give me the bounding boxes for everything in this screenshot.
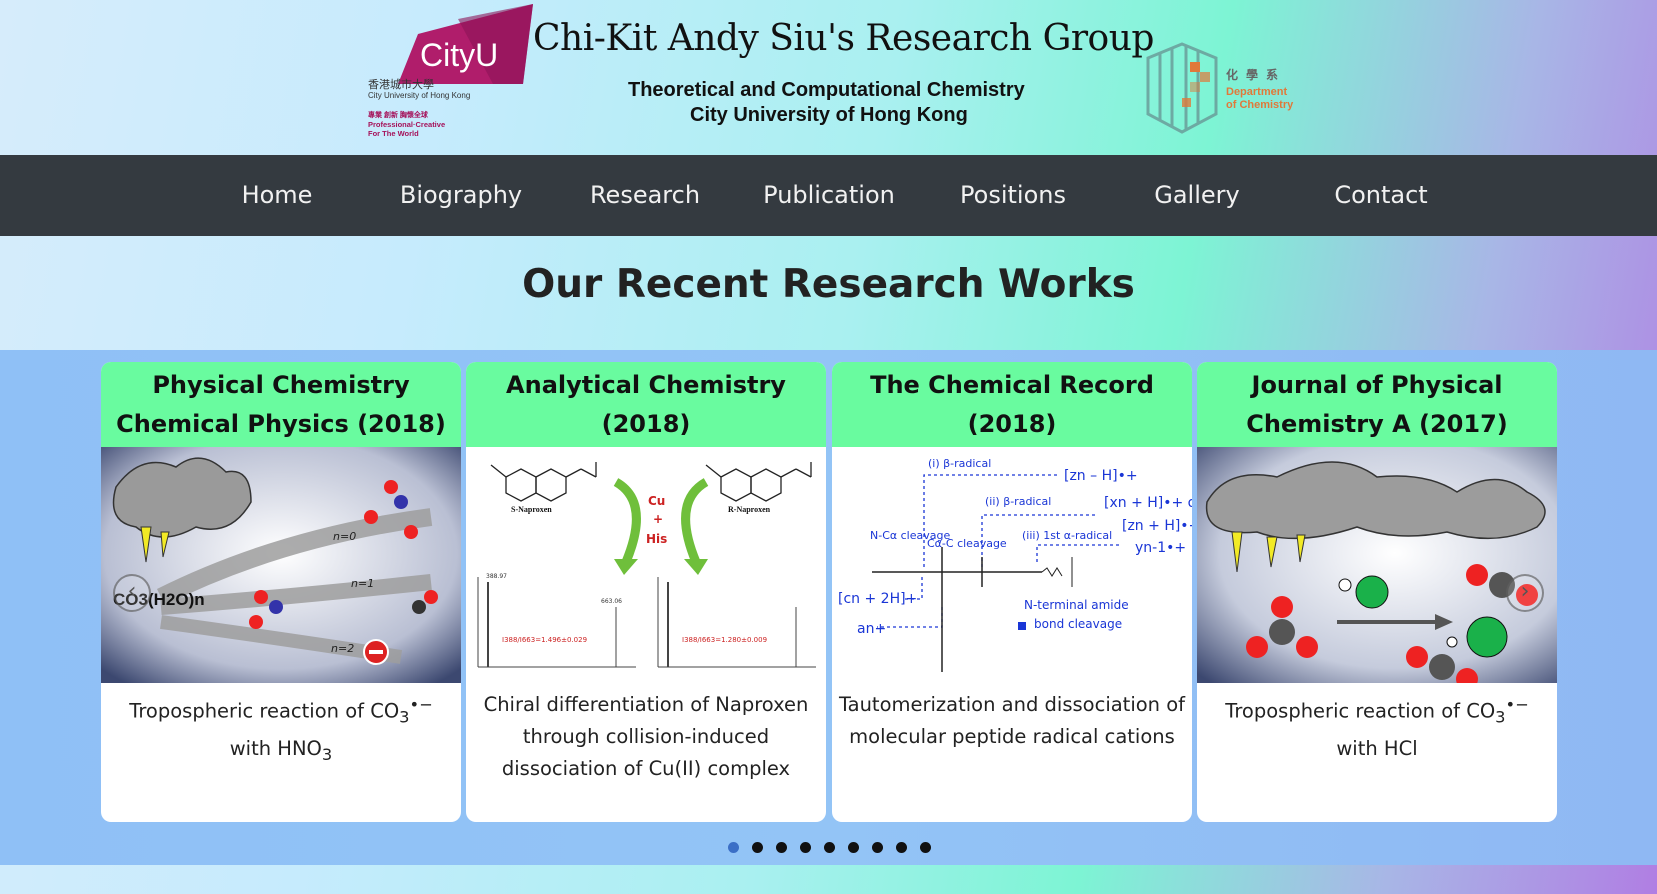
- nav-research[interactable]: Research: [589, 181, 701, 209]
- carousel-next-button[interactable]: ›: [1506, 574, 1544, 612]
- cityu-logo[interactable]: CityU 香港城市大學 City University of Hong Kon…: [363, 4, 533, 139]
- image-label: S-Naproxen: [511, 505, 552, 514]
- caption-superscript: •−: [1505, 695, 1529, 714]
- carousel-prev-button[interactable]: ‹: [113, 574, 151, 612]
- image-label: [zn + H]•+: [1122, 518, 1192, 534]
- department-english-1: Department: [1226, 86, 1288, 98]
- cityu-tagline-chinese: 專業 創新 胸懷全球: [368, 112, 428, 119]
- chevron-left-icon: ‹: [127, 579, 137, 604]
- chevron-right-icon: ›: [1520, 579, 1530, 604]
- section-title: Our Recent Research Works: [522, 262, 1135, 307]
- caption-text: with HNO: [229, 737, 322, 761]
- nav-publication[interactable]: Publication: [763, 181, 895, 209]
- cityu-tagline-2: For The World: [368, 129, 419, 138]
- card-journal-title: The Chemical Record (2018): [832, 362, 1192, 447]
- site-header: CityU 香港城市大學 City University of Hong Kon…: [0, 0, 1657, 155]
- image-label: 663.06: [601, 598, 622, 605]
- image-label: (ii) β-radical: [985, 495, 1051, 508]
- image-label: (iii) 1st α-radical: [1022, 529, 1112, 542]
- card-image-anal-chem: S-Naproxen R-Naproxen Cu + His 388.97 66…: [466, 447, 826, 683]
- image-label: Cα-C cleavage: [927, 537, 1007, 550]
- card-caption: Tautomerization and dissociation of mole…: [838, 693, 1186, 748]
- image-label: (i) β-radical: [928, 457, 991, 470]
- main-navbar: Home Biography Research Publication Posi…: [0, 155, 1657, 236]
- image-label: an+: [857, 621, 886, 637]
- department-chinese-name: 化學系: [1226, 68, 1287, 82]
- cityu-logo-emblem: CityU: [398, 4, 533, 84]
- carousel-indicator-dot[interactable]: [728, 842, 739, 853]
- carousel-indicators: [728, 842, 931, 854]
- carousel-indicator-dot[interactable]: [824, 842, 835, 853]
- card-caption: Tropospheric reaction of CO3•− with HNO3: [101, 683, 461, 771]
- caption-text: Tropospheric reaction of CO: [129, 699, 400, 723]
- caption-subscript: 3: [399, 707, 410, 727]
- carousel-indicator-dot[interactable]: [920, 842, 931, 853]
- carousel-indicator-dot[interactable]: [800, 842, 811, 853]
- image-label: [cn + 2H]+: [838, 591, 917, 607]
- cityu-tagline-1: Professional·Creative: [368, 120, 446, 129]
- department-logo[interactable]: 化學系 Department of Chemistry: [1142, 40, 1312, 140]
- cityu-wordmark: CityU: [420, 37, 498, 73]
- image-label: n=2: [331, 642, 354, 655]
- card-journal-title: Journal of Physical Chemistry A (2017): [1197, 362, 1557, 447]
- image-label: R-Naproxen: [728, 505, 771, 514]
- carousel-indicator-dot[interactable]: [752, 842, 763, 853]
- image-label: yn-1•+: [1135, 540, 1186, 556]
- research-card[interactable]: The Chemical Record (2018): [832, 362, 1192, 822]
- research-carousel: Physical Chemistry Chemical Physics (201…: [0, 350, 1657, 865]
- caption-superscript: •−: [409, 695, 433, 714]
- card-image-pccp: CO3(H2O)n n=0 n=1 n=2: [101, 447, 461, 683]
- image-label: n=0: [333, 530, 356, 543]
- image-label: N-Cα cleavage: [870, 529, 950, 542]
- site-title: Chi-Kit Andy Siu's Research Group: [533, 18, 1154, 59]
- nav-biography[interactable]: Biography: [399, 181, 523, 209]
- card-journal-title: Analytical Chemistry (2018): [466, 362, 826, 447]
- nav-gallery[interactable]: Gallery: [1154, 181, 1240, 209]
- image-label: +: [653, 512, 663, 526]
- caption-subscript: 3: [321, 745, 333, 765]
- research-card[interactable]: Physical Chemistry Chemical Physics (201…: [101, 362, 461, 822]
- image-label: [xn + H]•+ or: [1104, 495, 1192, 511]
- nav-home[interactable]: Home: [241, 181, 313, 209]
- image-label: 388.97: [486, 573, 507, 580]
- site-subtitle-1: Theoretical and Computational Chemistry: [628, 79, 1025, 101]
- cityu-chinese-name: 香港城市大學: [368, 78, 434, 91]
- carousel-indicator-dot[interactable]: [848, 842, 859, 853]
- site-subtitle-2: City University of Hong Kong: [690, 104, 968, 126]
- card-caption: Tropospheric reaction of CO3•− with HCl: [1197, 683, 1557, 765]
- card-caption: Chiral differentiation of Naproxen throu…: [483, 693, 809, 780]
- card-journal-title: Physical Chemistry Chemical Physics (201…: [101, 362, 461, 447]
- image-label: Cu: [648, 494, 665, 508]
- image-label: I388/I663=1.280±0.009: [682, 636, 767, 644]
- image-label: [zn – H]•+: [1064, 468, 1138, 484]
- caption-text: with HCl: [1336, 737, 1418, 761]
- image-label: N-terminal amide: [1024, 598, 1129, 612]
- image-label: I388/I663=1.496±0.029: [502, 636, 587, 644]
- image-label: n=1: [351, 577, 374, 590]
- image-label: His: [646, 532, 667, 546]
- department-emblem-icon: [1146, 42, 1218, 134]
- caption-subscript: 3: [1495, 707, 1506, 727]
- card-image-jpca: [1197, 447, 1557, 683]
- research-card[interactable]: Analytical Chemistry (2018) S: [466, 362, 826, 822]
- carousel-indicator-dot[interactable]: [896, 842, 907, 853]
- nav-contact[interactable]: Contact: [1334, 181, 1428, 209]
- research-card[interactable]: Journal of Physical Chemistry A (2017): [1197, 362, 1557, 822]
- caption-text: Tropospheric reaction of CO: [1225, 699, 1496, 723]
- card-image-chem-record: (i) β-radical (ii) β-radical (iii) 1st α…: [832, 447, 1192, 683]
- department-english-2: of Chemistry: [1226, 99, 1294, 111]
- image-label: bond cleavage: [1034, 617, 1122, 631]
- carousel-indicator-dot[interactable]: [872, 842, 883, 853]
- carousel-indicator-dot[interactable]: [776, 842, 787, 853]
- cityu-english-name: City University of Hong Kong: [368, 91, 471, 100]
- nav-positions[interactable]: Positions: [960, 181, 1066, 209]
